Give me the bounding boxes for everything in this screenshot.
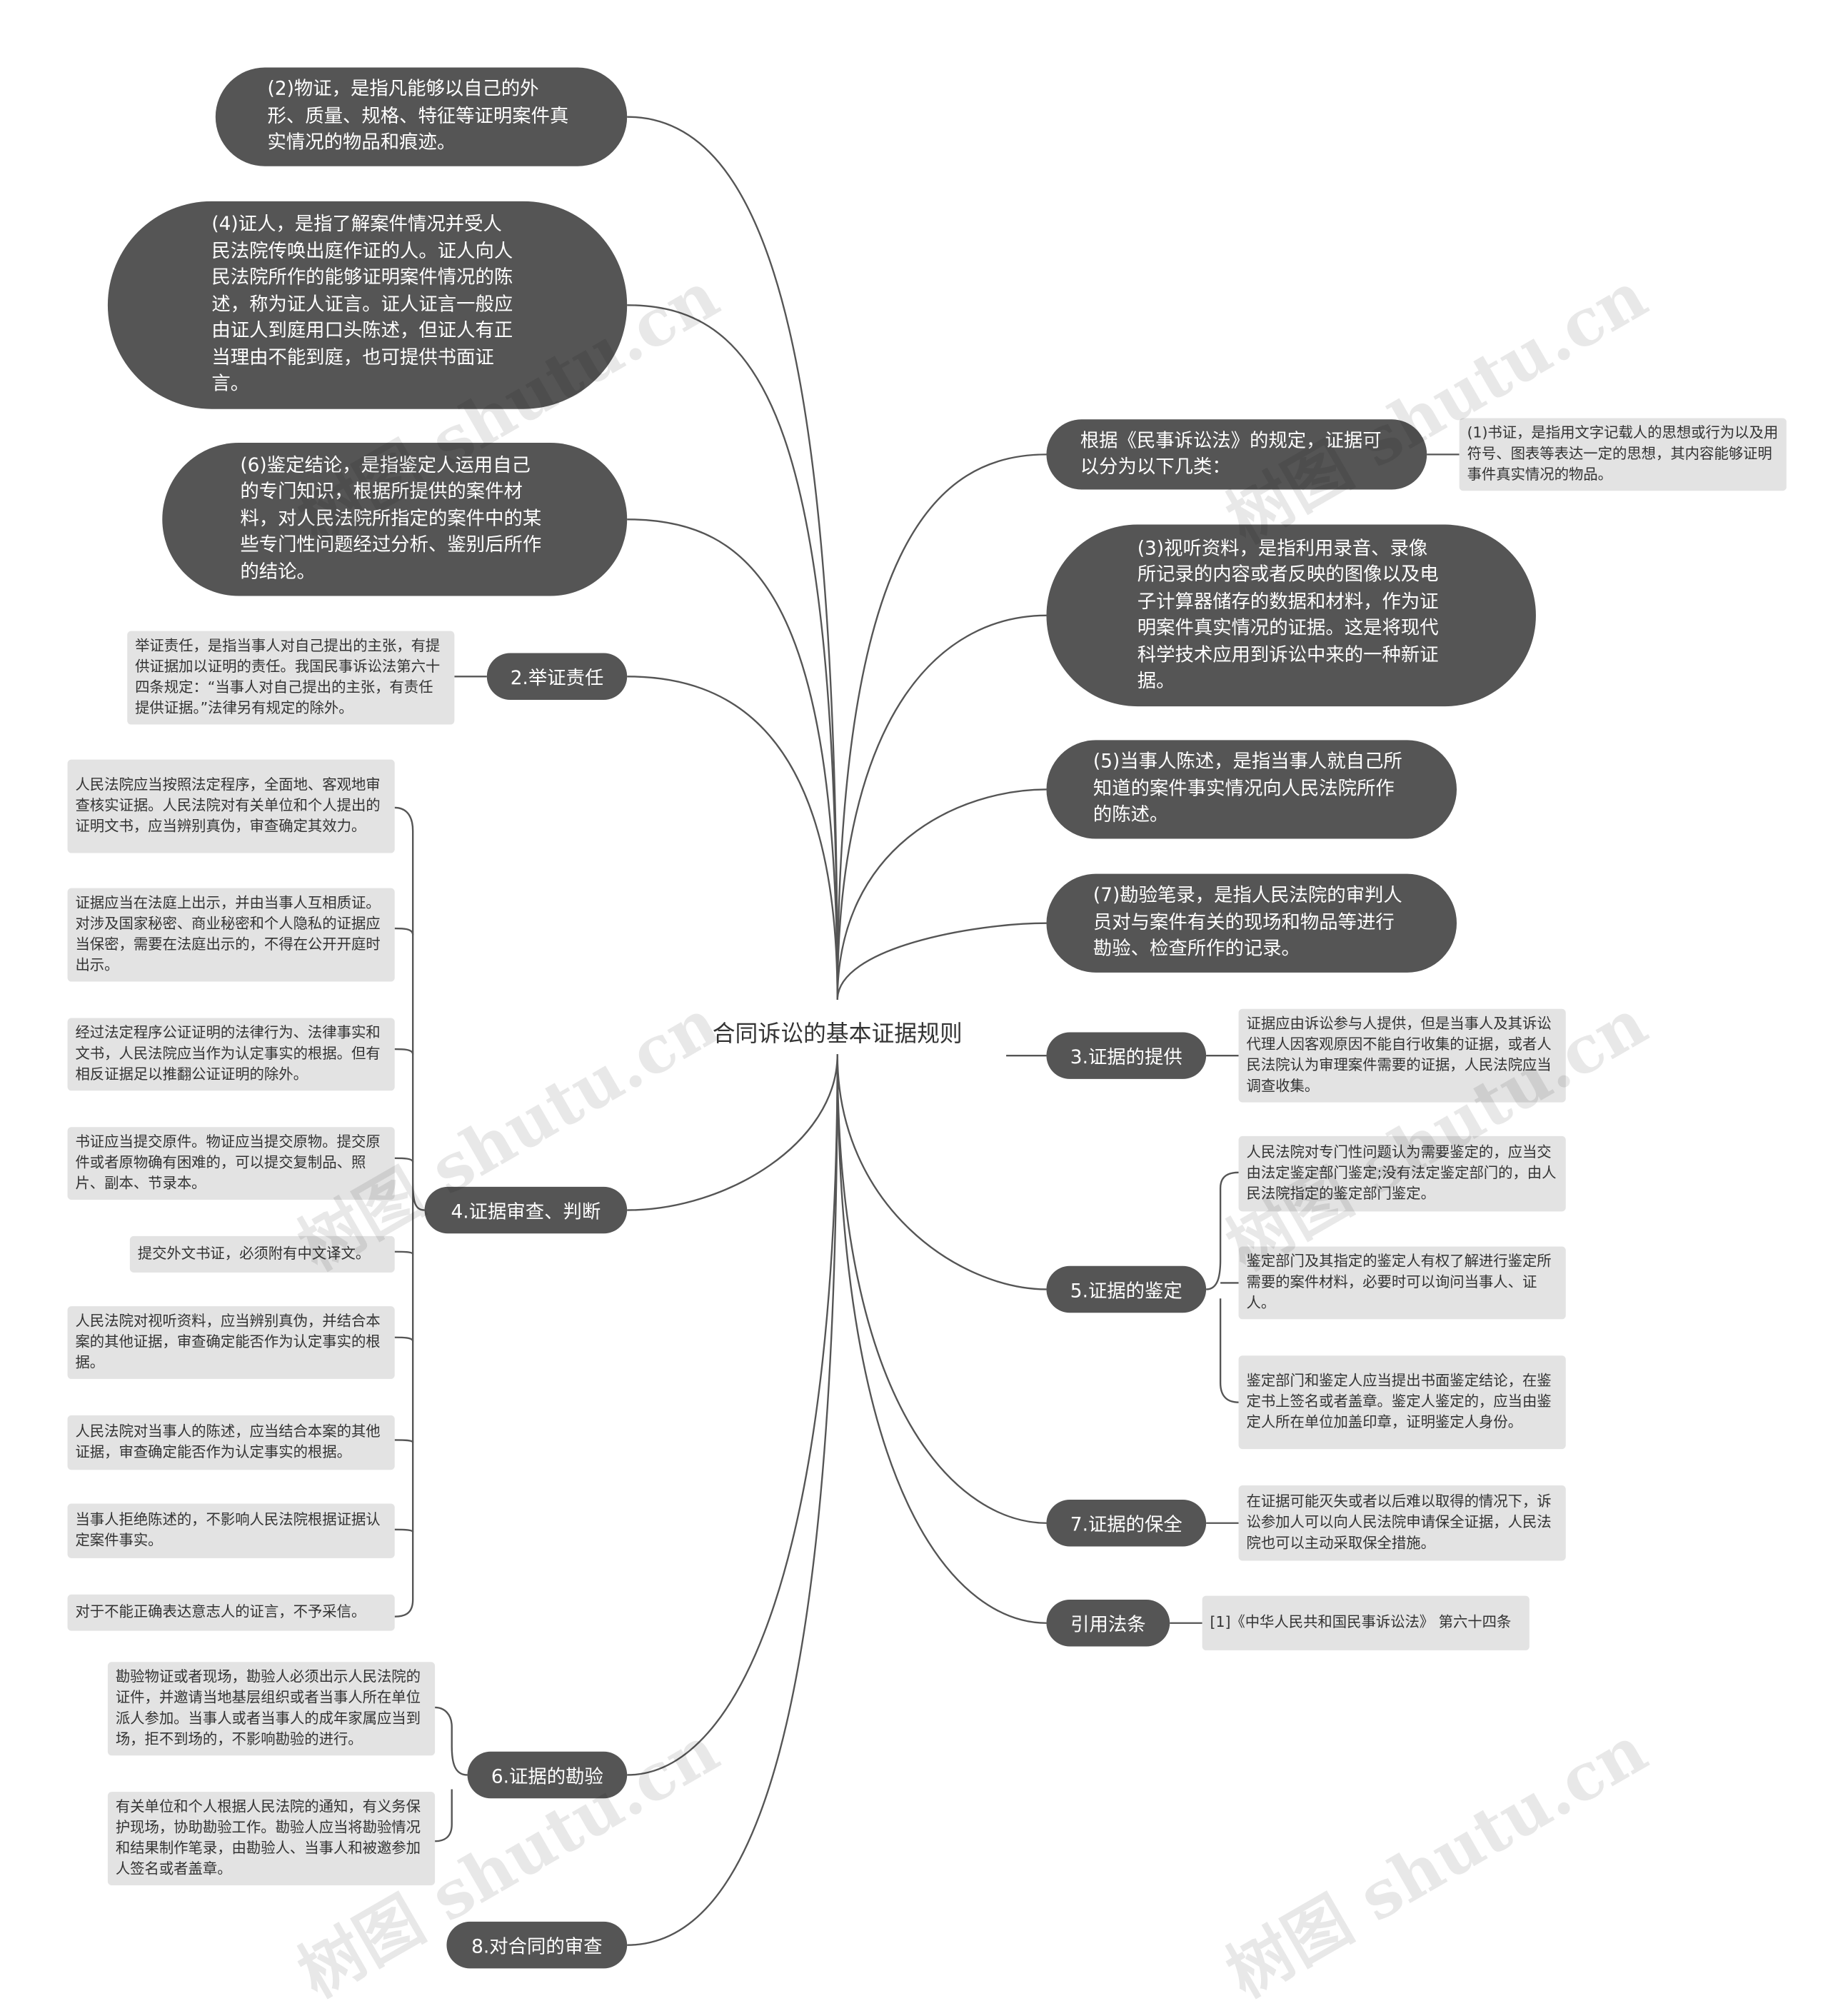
branch-evidence-preservation[interactable]: 7.证据的保全 xyxy=(1046,1500,1207,1547)
leaf-review-3: 经过法定程序公证证明的法律行为、法律事实和文书，人民法院应当作为认定事实的根据。… xyxy=(67,1018,395,1091)
link-inspection-bracket xyxy=(435,1706,468,1842)
node-physical-evidence-text: (2)物证，是指凡能够以自己的外形、质量、规格、特征等证明案件真实情况的物品和痕… xyxy=(267,79,569,154)
link-root-witness xyxy=(627,304,838,1001)
link-root-kinds xyxy=(836,453,1047,1001)
branch-evidence-appraisal[interactable]: 5.证据的鉴定 xyxy=(1046,1265,1207,1313)
branch-burden-of-proof-label: 2.举证责任 xyxy=(510,668,604,689)
link-root-burden xyxy=(627,676,838,1001)
link-review-bracket xyxy=(394,806,425,1618)
branch-evidence-kinds[interactable]: 根据《民事诉讼法》的规定，证据可以分为以下几类： xyxy=(1046,419,1427,490)
leaf-provision-detail: 证据应由诉讼参与人提供，但是当事人及其诉讼代理人因客观原因不能自行收集的证据，或… xyxy=(1238,1008,1566,1103)
leaf-inspection-1: 勘验物证或者现场，勘验人必须出示人民法院的证件，并邀请当地基层组织或者当事人所在… xyxy=(107,1662,436,1756)
leaf-review-8: 当事人拒绝陈述的，不影响人民法院根据证据认定案件事实。 xyxy=(67,1503,395,1558)
branch-evidence-review[interactable]: 4.证据审查、判断 xyxy=(424,1186,628,1234)
leaf-review-6: 人民法院对视听资料，应当辨别真伪，并结合本案的其他证据，审查确定能否作为认定事实… xyxy=(67,1306,395,1379)
leaf-review-1: 人民法院应当按照法定程序，全面地、客观地审查核实证据。人民法院对有关单位和个人提… xyxy=(67,759,395,853)
link-root-appraisal xyxy=(836,1054,1047,1290)
branch-evidence-inspection-label: 6.证据的勘验 xyxy=(491,1766,603,1787)
node-audiovisual-evidence[interactable]: (3)视听资料，是指利用录音、录像所记录的内容或者反映的图像以及电子计算器储存的… xyxy=(1046,524,1536,707)
leaf-burden-detail: 举证责任，是指当事人对自己提出的主张，有提供证据加以证明的责任。我国民事诉讼法第… xyxy=(127,631,455,725)
leaf-review-7: 人民法院对当事人的陈述，应当结合本案的其他证据，审查确定能否作为认定事实的根据。 xyxy=(67,1415,395,1470)
root-topic[interactable]: 合同诉讼的基本证据规则 xyxy=(675,1006,1000,1058)
leaf-appraisal-2: 鉴定部门及其指定的鉴定人有权了解进行鉴定所需要的案件材料，必要时可以询问当事人、… xyxy=(1238,1246,1566,1320)
node-physical-evidence[interactable]: (2)物证，是指凡能够以自己的外形、质量、规格、特征等证明案件真实情况的物品和痕… xyxy=(215,67,628,166)
node-audiovisual-evidence-text: (3)视听资料，是指利用录音、录像所记录的内容或者反映的图像以及电子计算器储存的… xyxy=(1137,538,1439,693)
link-root-citation xyxy=(836,1054,1047,1624)
node-appraisal-conclusion-text: (6)鉴定结论，是指鉴定人运用自己的专门知识，根据所提供的案件材料，对人民法院所… xyxy=(240,455,542,583)
node-inspection-record-text: (7)勘验笔录，是指人民法院的审判人员对与案件有关的现场和物品等进行勘验、检查所… xyxy=(1093,886,1402,961)
node-inspection-record[interactable]: (7)勘验笔录，是指人民法院的审判人员对与案件有关的现场和物品等进行勘验、检查所… xyxy=(1046,873,1457,973)
leaf-appraisal-3: 鉴定部门和鉴定人应当提出书面鉴定结论，在鉴定书上签名或者盖章。鉴定人鉴定的，应当… xyxy=(1238,1355,1566,1450)
branch-evidence-provision-label: 3.证据的提供 xyxy=(1070,1047,1182,1068)
branch-evidence-kinds-label: 根据《民事诉讼法》的规定，证据可以分为以下几类： xyxy=(1080,430,1382,478)
node-witness-evidence[interactable]: (4)证人，是指了解案件情况并受人民法院传唤出庭作证的人。证人向人民法院所作的能… xyxy=(107,201,628,409)
leaf-review-2: 证据应当在法庭上出示，并由当事人互相质证。对涉及国家秘密、商业秘密和个人隐私的证… xyxy=(67,888,395,982)
branch-evidence-inspection[interactable]: 6.证据的勘验 xyxy=(467,1751,628,1799)
link-appraisal-bracket xyxy=(1205,1171,1239,1403)
leaf-review-9: 对于不能正确表达意志人的证言，不予采信。 xyxy=(67,1594,395,1631)
link-root-appraisal-conclusion xyxy=(627,518,838,1001)
branch-citation-label: 引用法条 xyxy=(1070,1614,1146,1636)
branch-burden-of-proof[interactable]: 2.举证责任 xyxy=(486,653,628,701)
link-root-contract xyxy=(627,1054,838,1946)
leaf-preservation-detail: 在证据可能灭失或者以后难以取得的情况下，诉讼参加人可以向人民法院申请保全证据，人… xyxy=(1238,1485,1566,1561)
branch-evidence-provision[interactable]: 3.证据的提供 xyxy=(1046,1032,1207,1079)
node-witness-evidence-text: (4)证人，是指了解案件情况并受人民法院传唤出庭作证的人。证人向人民法院所作的能… xyxy=(211,214,513,396)
link-root-party xyxy=(836,788,1047,1001)
node-appraisal-conclusion[interactable]: (6)鉴定结论，是指鉴定人运用自己的专门知识，根据所提供的案件材料，对人民法院所… xyxy=(162,443,628,596)
branch-contract-review-label: 8.对合同的审查 xyxy=(471,1936,603,1957)
root-topic-label: 合同诉讼的基本证据规则 xyxy=(712,1021,963,1048)
node-party-statement-text: (5)当事人陈述，是指当事人就自己所知道的案件事实情况向人民法院所作的陈述。 xyxy=(1093,752,1402,826)
link-root-preservation xyxy=(836,1054,1047,1524)
branch-evidence-preservation-label: 7.证据的保全 xyxy=(1070,1514,1182,1536)
link-root-physical xyxy=(627,116,838,1001)
link-root-record xyxy=(836,922,1047,1001)
node-party-statement[interactable]: (5)当事人陈述，是指当事人就自己所知道的案件事实情况向人民法院所作的陈述。 xyxy=(1046,740,1457,839)
link-root-inspection xyxy=(627,1054,838,1776)
branch-contract-review[interactable]: 8.对合同的审查 xyxy=(446,1921,628,1969)
branch-evidence-review-label: 4.证据审查、判断 xyxy=(451,1201,601,1223)
leaf-inspection-2: 有关单位和个人根据人民法院的通知，有义务保护现场，协助勘验工作。勘验人应当将勘验… xyxy=(107,1792,436,1886)
branch-citation[interactable]: 引用法条 xyxy=(1046,1600,1170,1647)
leaf-review-4: 书证应当提交原件。物证应当提交原物。提交原件或者原物确有困难的，可以提交复制品、… xyxy=(67,1127,395,1200)
link-root-av xyxy=(836,614,1047,1001)
leaf-citation-detail: [1]《中华人民共和国民事诉讼法》 第六十四条 xyxy=(1202,1595,1530,1650)
leaf-kinds-detail: (1)书证，是指用文字记载人的思想或行为以及用符号、图表等表达一定的思想，其内容… xyxy=(1459,418,1787,491)
link-root-review xyxy=(627,1054,838,1211)
branch-evidence-appraisal-label: 5.证据的鉴定 xyxy=(1070,1280,1182,1302)
leaf-appraisal-1: 人民法院对专门性问题认为需要鉴定的，应当交由法定鉴定部门鉴定;没有法定鉴定部门的… xyxy=(1238,1135,1566,1212)
leaf-review-5: 提交外文书证，必须附有中文译文。 xyxy=(129,1235,395,1273)
